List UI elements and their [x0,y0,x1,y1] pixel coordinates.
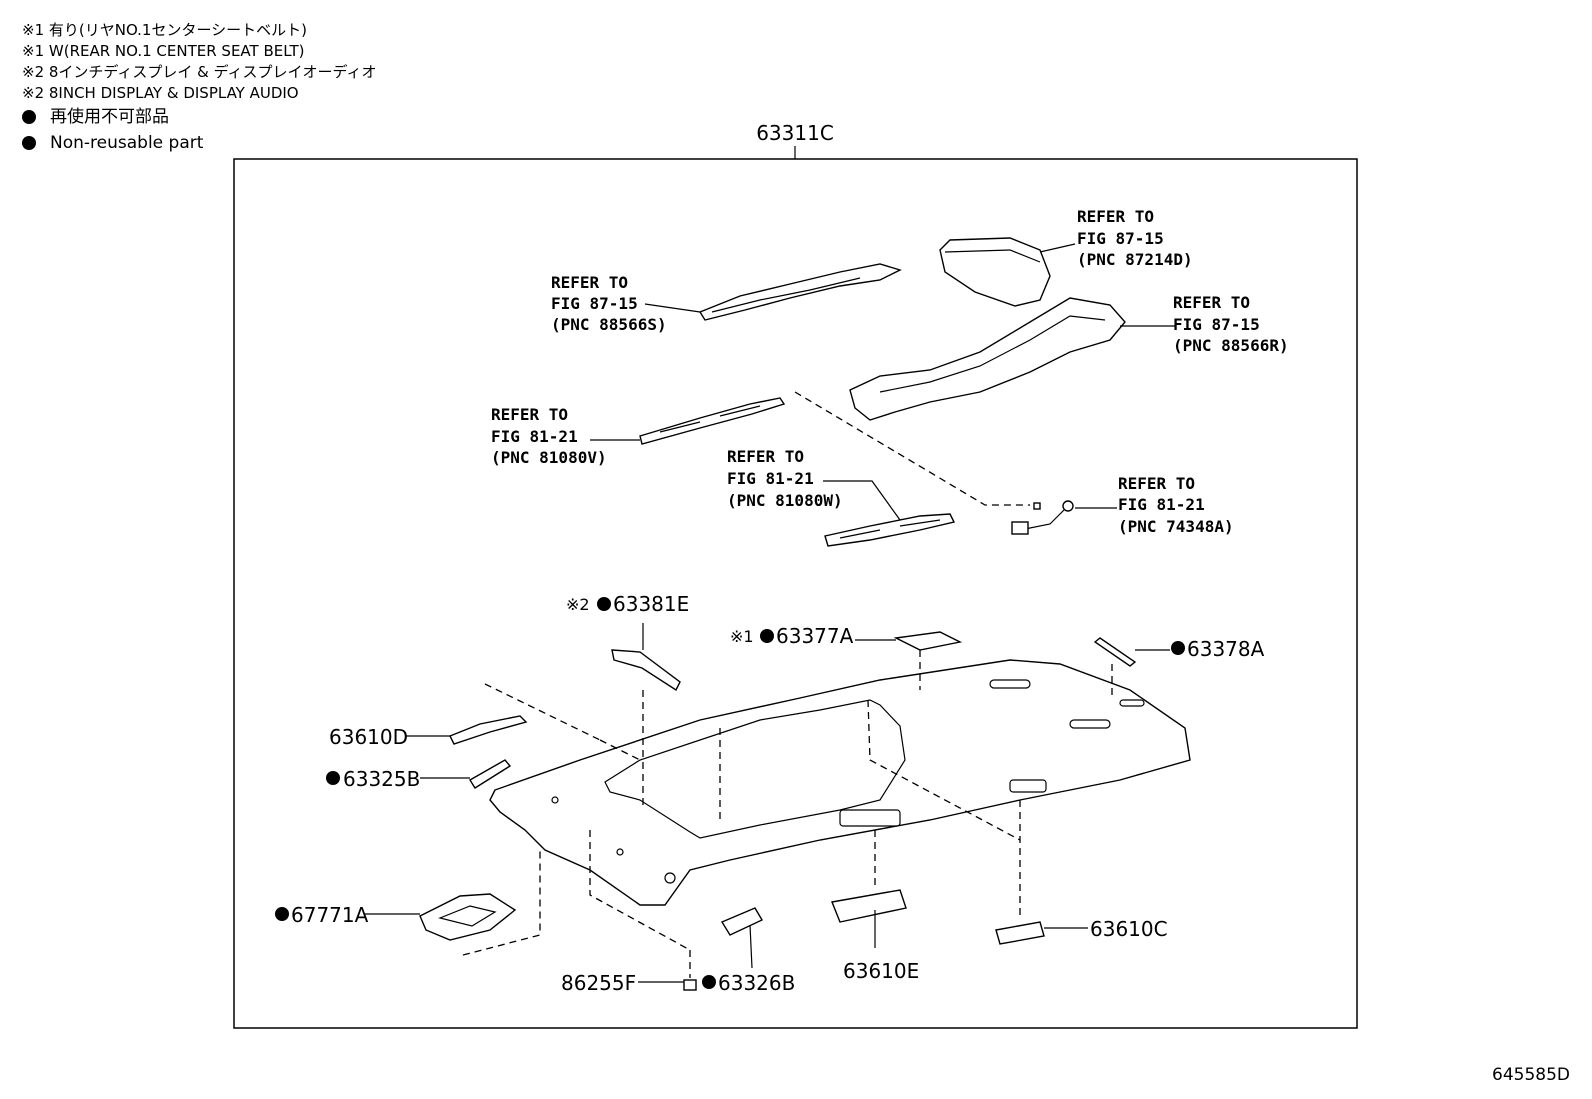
svg-text:(PNC 81080V): (PNC 81080V) [491,448,607,467]
reference-81080V[interactable]: REFER TO FIG 81-21 (PNC 81080V) [491,405,607,467]
svg-text:63378A: 63378A [1187,637,1265,661]
svg-text:63610D: 63610D [329,725,408,749]
svg-text:63325B: 63325B [343,767,420,791]
part-87214D [939,237,1051,307]
part-63610C [995,921,1045,945]
svg-text:FIG 87-15: FIG 87-15 [551,294,638,313]
legend: ※1 有り(リヤNO.1センターシートベルト) ※1 W(REAR NO.1 C… [22,20,377,156]
part-63610D [449,715,528,745]
svg-text:63610C: 63610C [1090,917,1168,941]
part-63381E [611,649,681,692]
svg-text:63381E: 63381E [613,592,689,616]
part-63377A [893,631,963,651]
part-63610E [831,889,907,923]
legend-line-3: ※2 8インチディスプレイ & ディスプレイオーディオ [22,63,377,81]
svg-text:REFER TO: REFER TO [551,273,628,292]
diagram-id: 645585D [1492,1065,1570,1085]
part-63326B [720,907,763,936]
label-63326B[interactable]: 63326B [702,971,795,995]
legend-line-2: ※1 W(REAR NO.1 CENTER SEAT BELT) [22,42,305,60]
legend-line-4: ※2 8INCH DISPLAY & DISPLAY AUDIO [22,84,299,102]
svg-text:FIG 81-21: FIG 81-21 [727,469,814,488]
svg-text:(PNC 87214D): (PNC 87214D) [1077,250,1193,269]
svg-text:※2: ※2 [566,595,590,614]
label-63610E[interactable]: 63610E [843,959,919,983]
non-reusable-icon [702,975,716,989]
non-reusable-icon [1171,641,1185,655]
label-63325B[interactable]: 63325B [326,767,420,791]
legend-line-5: 再使用不可部品 [22,104,377,130]
non-reusable-icon [275,907,289,921]
label-67771A[interactable]: 67771A [275,903,369,927]
reference-88566S[interactable]: REFER TO FIG 87-15 (PNC 88566S) [551,273,667,334]
assembly-number[interactable]: 63311C [756,121,834,145]
label-63377A[interactable]: ※1 63377A [730,624,854,648]
part-81080V [639,397,786,445]
reference-87214D[interactable]: REFER TO FIG 87-15 (PNC 87214D) [1077,207,1193,269]
svg-text:REFER TO: REFER TO [491,405,568,424]
label-63381E[interactable]: ※2 63381E [566,592,689,616]
svg-text:67771A: 67771A [291,903,369,927]
non-reusable-icon [597,597,611,611]
svg-text:63377A: 63377A [776,624,854,648]
svg-text:(PNC 74348A): (PNC 74348A) [1118,517,1234,536]
svg-text:REFER TO: REFER TO [1077,207,1154,226]
non-reusable-icon [326,771,340,785]
svg-text:FIG 81-21: FIG 81-21 [491,427,578,446]
part-63325B [469,759,512,789]
svg-text:63326B: 63326B [718,971,795,995]
part-86255F [683,979,697,991]
legend-line-6: Non-reusable part [22,130,377,156]
part-74348A [1011,500,1074,535]
part-63378A [1093,637,1137,667]
svg-text:FIG 87-15: FIG 87-15 [1173,315,1260,334]
part-81080W [824,513,956,547]
reference-88566R[interactable]: REFER TO FIG 87-15 (PNC 88566R) [1173,293,1289,355]
label-86255F[interactable]: 86255F [561,971,636,995]
reference-74348A[interactable]: REFER TO FIG 81-21 (PNC 74348A) [1118,474,1234,536]
svg-text:REFER TO: REFER TO [1118,474,1195,493]
part-88566S [698,263,902,321]
legend-line-1: ※1 有り(リヤNO.1センターシートベルト) [22,21,308,39]
svg-text:(PNC 88566S): (PNC 88566S) [551,315,667,334]
svg-text:FIG 87-15: FIG 87-15 [1077,229,1164,248]
headliner-assembly [489,659,1191,906]
svg-text:86255F: 86255F [561,971,636,995]
svg-text:※1: ※1 [730,627,754,646]
bullet-icon [22,110,36,124]
svg-text:REFER TO: REFER TO [1173,293,1250,312]
svg-text:(PNC 81080W): (PNC 81080W) [727,491,843,510]
svg-text:REFER TO: REFER TO [727,447,804,466]
label-63610D[interactable]: 63610D [329,725,408,749]
svg-text:(PNC 88566R): (PNC 88566R) [1173,336,1289,355]
part-67771A [419,893,517,941]
label-63378A[interactable]: 63378A [1171,637,1265,661]
svg-text:63610E: 63610E [843,959,919,983]
bullet-icon [22,136,36,150]
label-63610C[interactable]: 63610C [1090,917,1168,941]
svg-text:FIG 81-21: FIG 81-21 [1118,495,1205,514]
part-88566R [849,297,1126,421]
non-reusable-icon [760,629,774,643]
reference-81080W[interactable]: REFER TO FIG 81-21 (PNC 81080W) [727,447,843,510]
